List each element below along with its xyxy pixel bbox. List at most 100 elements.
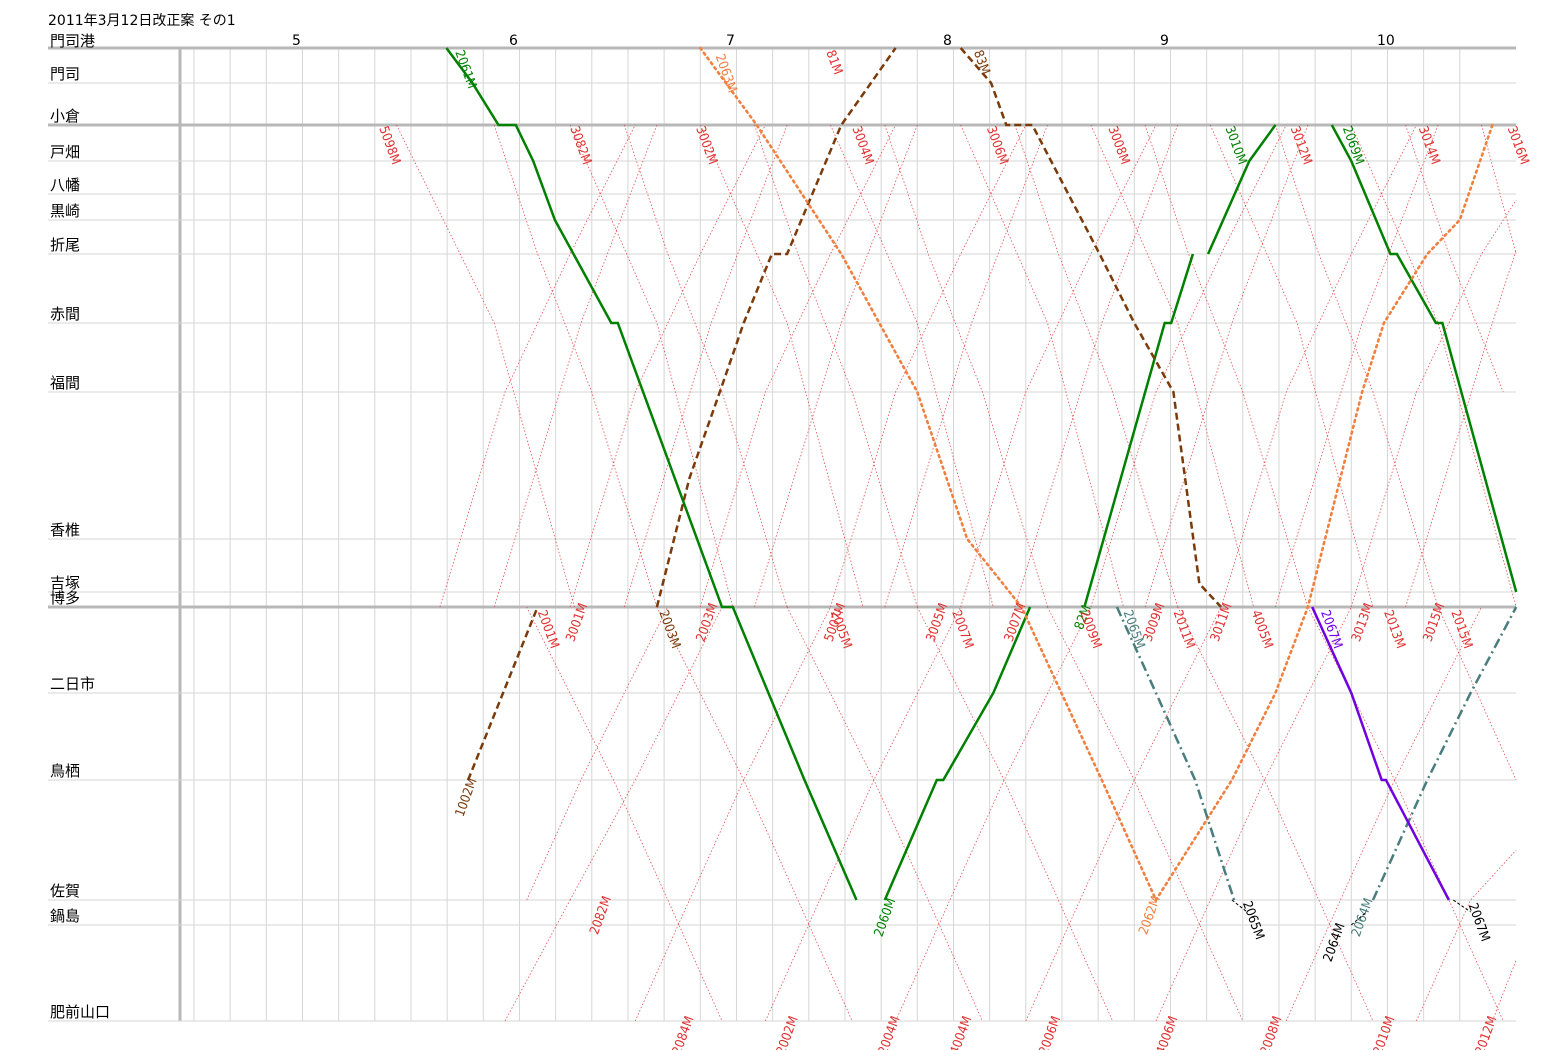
station-label: 門司港	[50, 32, 95, 50]
train-number-label: 2012M	[1473, 1014, 1501, 1050]
background-train-line	[884, 124, 1048, 608]
train-number-label: 81M	[822, 48, 845, 77]
train-line-2065m	[1115, 606, 1236, 901]
train-line-2062m	[1154, 123, 1494, 902]
train-number-label: 2063M	[712, 52, 740, 95]
background-train-line	[1405, 249, 1517, 608]
background-train-line	[786, 606, 983, 1022]
background-train-line	[656, 606, 853, 1022]
background-train-line	[569, 124, 734, 608]
background-train-line	[569, 606, 723, 901]
background-train-line	[960, 124, 1157, 608]
station-label: 小倉	[50, 107, 80, 125]
train-number-label: 4006M	[1154, 1014, 1182, 1050]
grid	[48, 46, 1516, 1022]
station-label: 門司	[50, 65, 80, 83]
chart-title: 2011年3月12日改正案 その1	[48, 12, 236, 29]
background-train-line	[830, 124, 1027, 608]
annotation-connector	[1231, 899, 1248, 913]
background-train-line	[1437, 606, 1517, 781]
background-train-line	[493, 124, 658, 608]
station-label: 鍋島	[50, 907, 80, 925]
background-train-line	[1492, 959, 1517, 1022]
background-train-line	[754, 124, 918, 608]
background-train-line	[504, 899, 571, 1022]
train-line-2064m	[1371, 606, 1518, 901]
background-train-line	[1285, 606, 1482, 1022]
background-train-line	[754, 124, 918, 608]
train-line-83m	[959, 47, 1223, 608]
annotation-connector	[1453, 899, 1471, 913]
background-train-line	[1481, 124, 1517, 255]
background-train-line	[493, 124, 658, 608]
hour-label: 6	[509, 33, 518, 49]
background-train-line	[569, 124, 766, 608]
background-train-line	[1405, 124, 1504, 393]
train-number-label: 1002M	[453, 776, 481, 819]
train-number-label: 2011M	[1170, 608, 1198, 651]
train-number-label: 2004M	[876, 1014, 904, 1050]
station-label: 折尾	[50, 236, 80, 254]
background-train-line	[396, 124, 575, 608]
hour-label: 5	[292, 33, 301, 49]
train-number-label: 4005M	[1248, 608, 1276, 651]
station-label: 吉塚	[50, 574, 80, 592]
train-number-label: 3006M	[983, 124, 1011, 167]
background-train-line	[623, 124, 788, 608]
highlighted-train-lines	[445, 46, 1518, 902]
background-train-line	[439, 124, 636, 608]
station-label: 鳥栖	[50, 762, 80, 780]
background-train-line	[1275, 124, 1439, 608]
station-label: 博多	[50, 589, 80, 607]
train-line-3010m	[1206, 124, 1277, 255]
station-label: 赤間	[50, 305, 80, 323]
train-line-2069m	[1330, 124, 1518, 593]
train-number-label: 2010M	[1371, 1014, 1399, 1050]
train-number-label: 2067M	[1465, 901, 1493, 944]
train-line-2067m	[1311, 606, 1451, 901]
station-label: 肥前山口	[50, 1003, 110, 1021]
station-label: 戸畑	[50, 143, 80, 161]
background-train-line	[884, 124, 1048, 608]
background-train-line	[1014, 124, 1179, 608]
train-line-2063m	[698, 46, 1158, 902]
background-train-line	[960, 124, 1124, 608]
background-train-line	[1090, 124, 1254, 608]
train-line-2060m	[883, 606, 1032, 901]
train-number-label: 3008M	[1105, 124, 1133, 167]
train-number-label: 3004M	[848, 124, 876, 167]
background-train-line	[699, 124, 864, 608]
train-number-label: 3014M	[1415, 124, 1443, 167]
train-line-82m	[1083, 253, 1195, 608]
background-train-line	[1155, 606, 1352, 1022]
background-train-line	[1047, 606, 1244, 1022]
annotation-connector	[1350, 911, 1367, 926]
background-train-line	[1014, 124, 1179, 608]
station-label: 八幡	[50, 176, 80, 194]
background-train-line	[1220, 124, 1417, 608]
train-number-label: 3016M	[1504, 124, 1532, 167]
hour-label: 10	[1377, 33, 1395, 49]
background-train-line	[895, 606, 1092, 1022]
background-train-line	[1209, 124, 1374, 608]
train-line-1002m	[466, 606, 539, 781]
station-label: 二日市	[50, 675, 95, 693]
hour-label: 9	[1160, 33, 1169, 49]
background-train-line	[1090, 124, 1287, 608]
background-train-line	[765, 606, 962, 1022]
hour-label: 7	[726, 33, 735, 49]
hour-label: 8	[943, 33, 952, 49]
train-number-label: 2015M	[1447, 608, 1475, 651]
train-number-label: 2013M	[1380, 608, 1408, 651]
hour-labels: 5 6 7 8 9 10	[292, 33, 1395, 49]
background-train-line	[1025, 606, 1222, 1022]
train-number-label: 2064M	[1321, 921, 1349, 964]
station-label: 黒崎	[50, 202, 80, 220]
background-train-line	[1416, 849, 1517, 1022]
station-label: 香椎	[50, 521, 80, 539]
train-number-label: 2003M	[655, 608, 683, 651]
background-train-line	[830, 124, 994, 608]
train-number-label: 2006M	[1037, 1014, 1065, 1050]
